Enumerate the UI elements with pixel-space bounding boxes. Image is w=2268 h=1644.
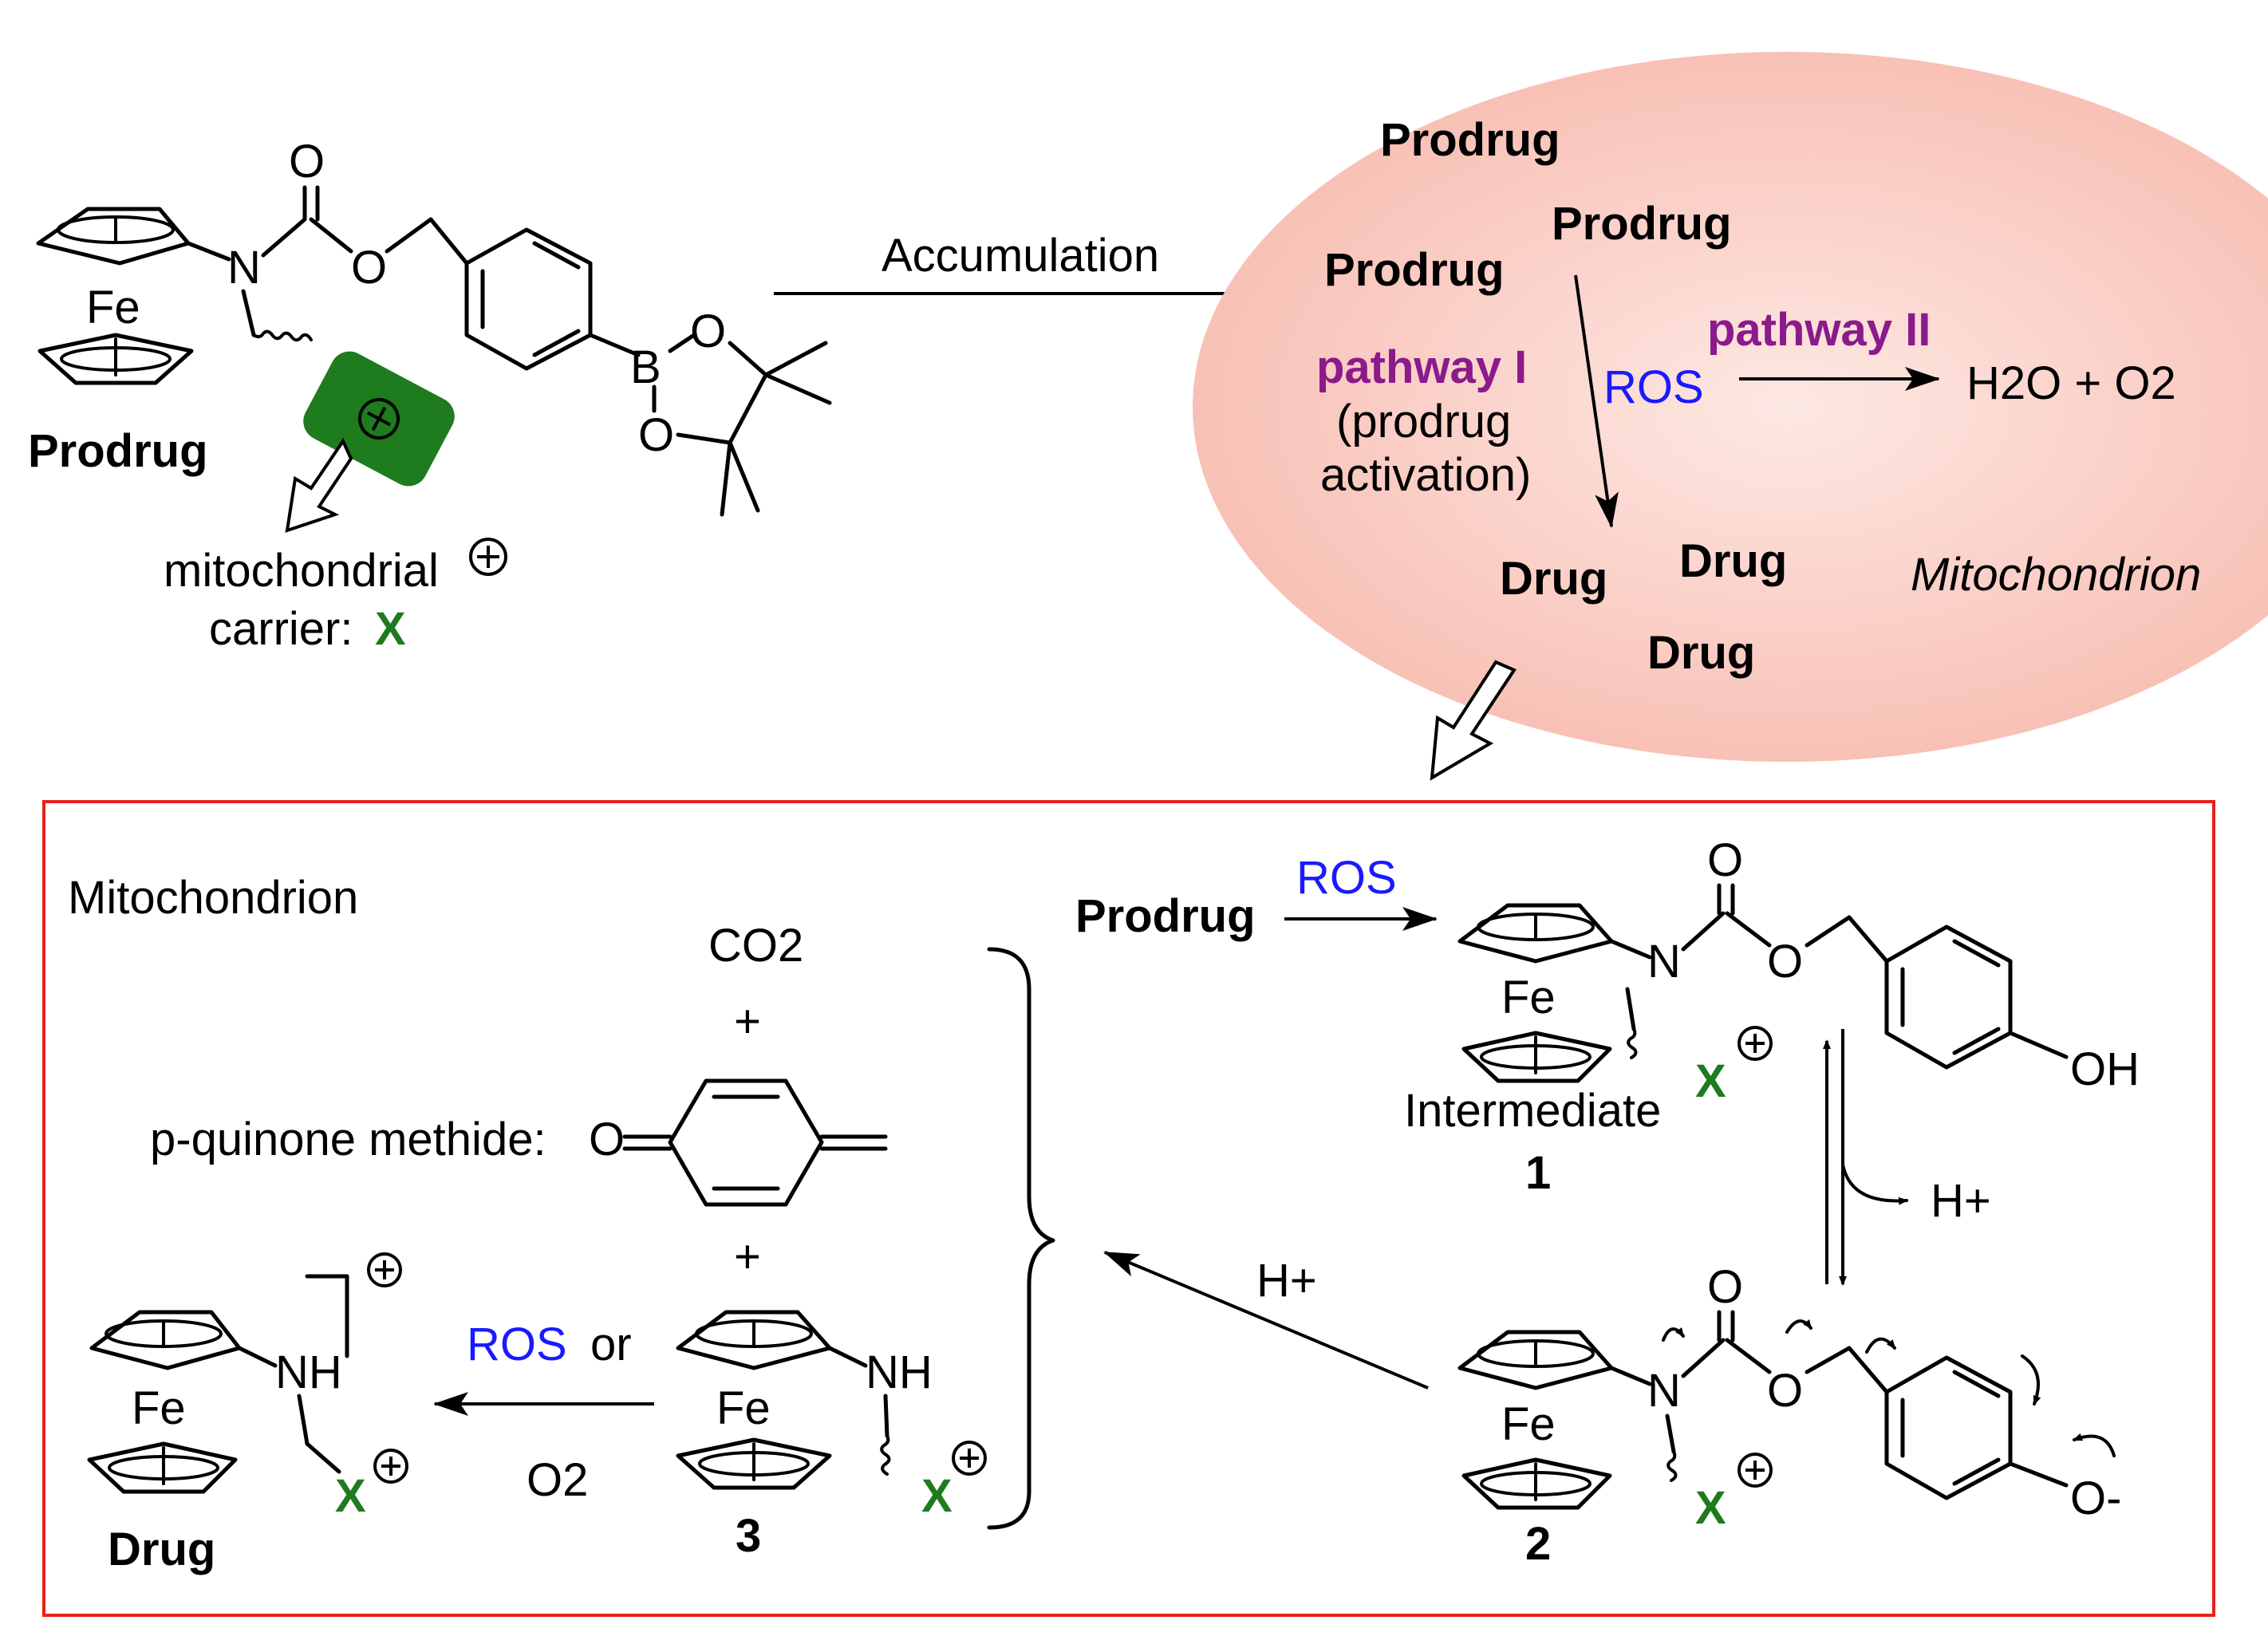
intermediate-1-oh: OH bbox=[2070, 1043, 2140, 1095]
pathway-1-sub1: (prodrug bbox=[1336, 396, 1511, 447]
compound-2-structure: Fe N O O O- X 2 bbox=[1457, 1261, 2121, 1570]
intermediate-label: Intermediate bbox=[1404, 1085, 1661, 1137]
compound-2-o-minus: O- bbox=[2070, 1473, 2121, 1524]
box-title: Mitochondrion bbox=[68, 872, 358, 924]
drug-structure: Fe NH X Drug bbox=[87, 1252, 408, 1575]
quinone-methide-ring bbox=[622, 1078, 888, 1207]
ros-label-top: ROS bbox=[1603, 361, 1704, 413]
compound-2-n: N bbox=[1647, 1365, 1681, 1417]
pathway-1-label: pathway I bbox=[1316, 341, 1527, 393]
drug-nh: NH bbox=[275, 1346, 342, 1398]
pathway-1-sub2: activation) bbox=[1320, 449, 1531, 501]
iron-label: Fe bbox=[86, 282, 140, 333]
curly-brace bbox=[987, 947, 1055, 1530]
pqm-label: p-quinone methide: bbox=[150, 1114, 546, 1165]
pinacol-oxygen-2: O bbox=[638, 409, 674, 461]
intermediate-1-structure: Fe N O O OH X Intermediate 1 bbox=[1404, 834, 2140, 1199]
hplus-arrow-to-brace bbox=[1103, 1251, 1429, 1390]
hollow-arrow-down-left bbox=[285, 437, 353, 533]
intermediate-number: 1 bbox=[1525, 1147, 1551, 1199]
proton-loss-arrow bbox=[1841, 1163, 1908, 1205]
o2-label: O2 bbox=[527, 1454, 588, 1506]
prodrug-structure: Fe Prodrug N O O B O O bbox=[28, 136, 832, 655]
co2-label: CO2 bbox=[708, 920, 803, 972]
drug-label-3: Drug bbox=[1647, 627, 1755, 679]
benzene-ring-top bbox=[464, 227, 593, 371]
compound-3-number: 3 bbox=[736, 1510, 761, 1562]
ros-label-bottom: ROS bbox=[467, 1319, 567, 1370]
hollow-arrow-to-box bbox=[1430, 660, 1517, 781]
ferrocene-top-ring bbox=[36, 207, 191, 266]
plus-1: + bbox=[734, 995, 761, 1047]
compound-3-iron: Fe bbox=[716, 1382, 771, 1434]
mechanism-box bbox=[42, 800, 2215, 1617]
compound-2-o1: O bbox=[1707, 1261, 1743, 1313]
prodrug-label: Prodrug bbox=[28, 425, 208, 477]
ros-or-label: or bbox=[590, 1319, 632, 1370]
pathway-2-label: pathway II bbox=[1707, 304, 1931, 356]
pqm-oxygen: O bbox=[589, 1114, 625, 1165]
drug-bottom-label: Drug bbox=[108, 1524, 215, 1575]
intermediate-1-iron: Fe bbox=[1501, 972, 1556, 1023]
nitrogen-label: N bbox=[227, 242, 261, 294]
prodrug-label-2: Prodrug bbox=[1552, 198, 1732, 250]
drug-label-2: Drug bbox=[1679, 535, 1787, 587]
prodrug-box-label: Prodrug bbox=[1075, 890, 1256, 942]
hplus-left: H+ bbox=[1256, 1255, 1317, 1307]
compound-2-x: X bbox=[1695, 1482, 1726, 1534]
intermediate-1-o2: O bbox=[1767, 936, 1803, 988]
mitochondrion-italic-label: Mitochondrion bbox=[1911, 549, 2201, 601]
compound-2-number: 2 bbox=[1525, 1518, 1551, 1570]
mitochondrion-ellipse: Prodrug Prodrug Prodrug pathway I (prodr… bbox=[1193, 52, 2268, 762]
compound-3-nh: NH bbox=[866, 1346, 933, 1398]
compound-3-x: X bbox=[921, 1470, 953, 1522]
mito-carrier-line2: carrier: bbox=[209, 603, 353, 655]
accumulation-label: Accumulation bbox=[882, 230, 1159, 282]
products-label: H2O + O2 bbox=[1966, 357, 2176, 409]
compound-2-o2: O bbox=[1767, 1365, 1803, 1417]
hplus-right: H+ bbox=[1931, 1175, 1991, 1227]
boron-label: B bbox=[630, 341, 661, 393]
intermediate-1-n: N bbox=[1647, 936, 1681, 988]
intermediate-1-o1: O bbox=[1707, 834, 1743, 886]
cation-charge-icon bbox=[469, 538, 507, 576]
compound-3-structure: Fe NH X 3 bbox=[676, 1310, 987, 1562]
drug-label-1: Drug bbox=[1500, 553, 1607, 605]
pinacol-oxygen-1: O bbox=[690, 306, 726, 357]
prodrug-label-1: Prodrug bbox=[1380, 114, 1560, 166]
drug-iron: Fe bbox=[132, 1382, 186, 1434]
intermediate-1-x: X bbox=[1695, 1055, 1726, 1107]
carbonyl-oxygen-label: O bbox=[289, 136, 325, 187]
ferrocene-bottom-ring bbox=[37, 333, 194, 385]
prodrug-label-3: Prodrug bbox=[1324, 244, 1505, 296]
compound-2-iron: Fe bbox=[1501, 1398, 1556, 1450]
pathway-1-arrow bbox=[1574, 274, 1619, 528]
mito-carrier-line1: mitochondrial bbox=[164, 545, 439, 597]
ros-label-box: ROS bbox=[1296, 852, 1397, 904]
plus-2: + bbox=[734, 1231, 761, 1283]
ester-oxygen-label: O bbox=[351, 242, 387, 294]
carrier-x-label: X bbox=[375, 603, 406, 655]
drug-x: X bbox=[335, 1470, 366, 1522]
